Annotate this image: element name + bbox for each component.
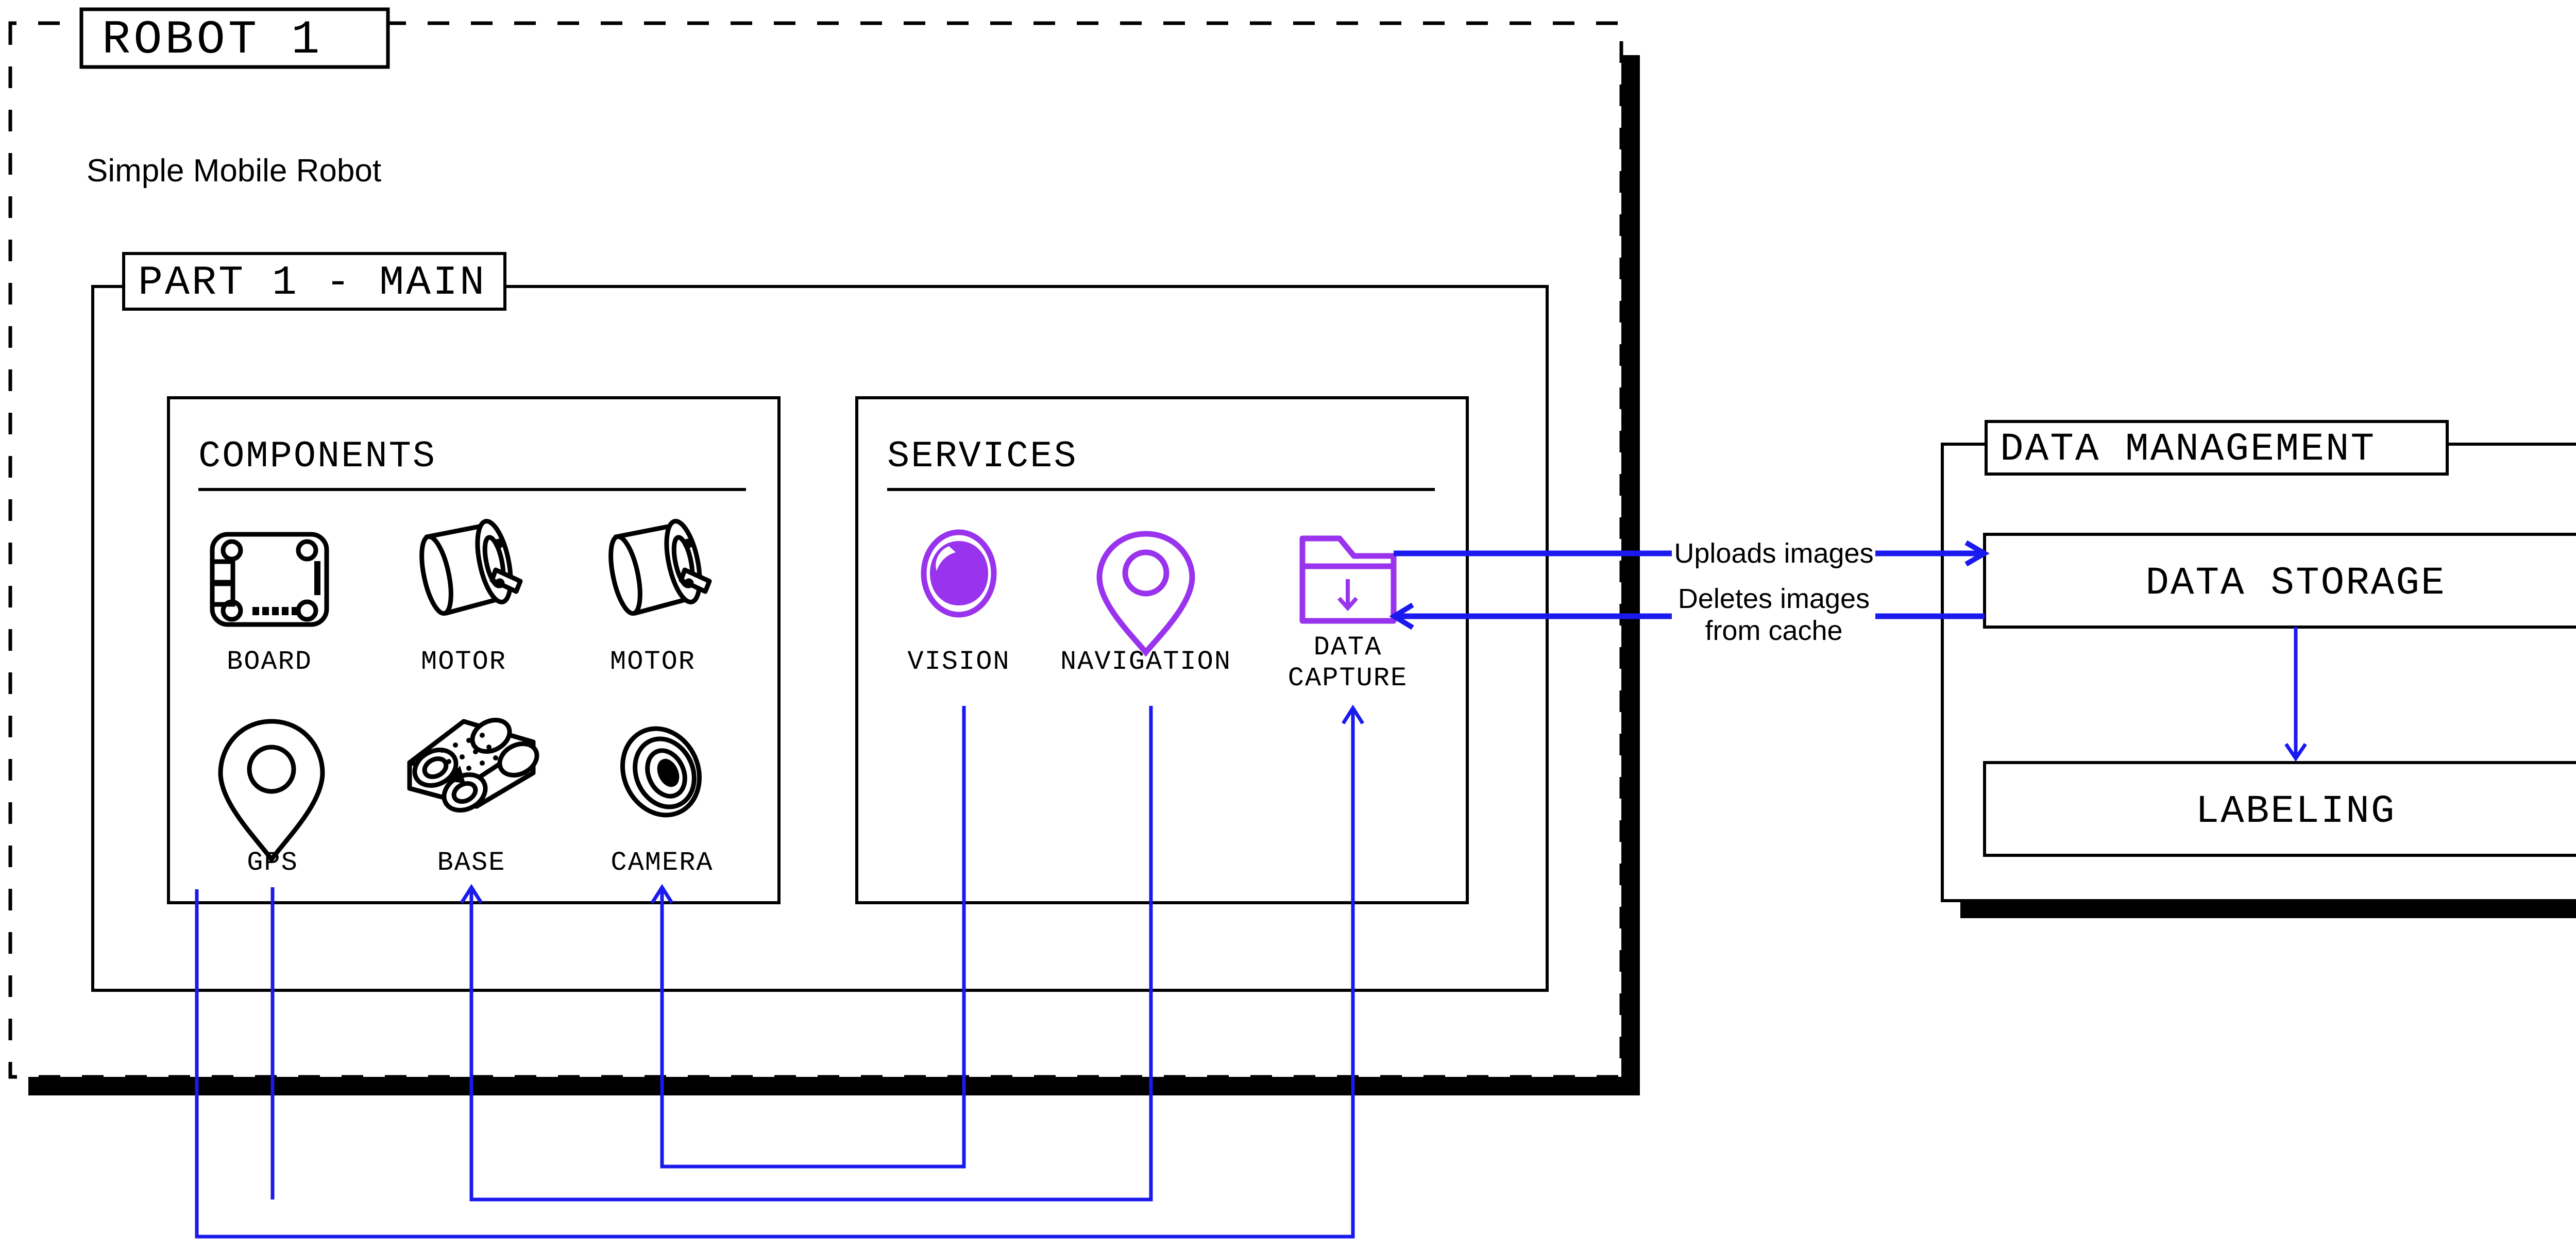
navigation-to-base-connector: [460, 706, 1153, 1202]
motor-icon: [419, 519, 523, 616]
camera-lens-icon: [620, 726, 702, 818]
uploads-images-connector: [1394, 540, 1990, 567]
component-label-gps: GPS: [247, 848, 298, 878]
component-label-board: BOARD: [227, 647, 312, 677]
robot-title-plate: [79, 7, 390, 69]
vision-to-camera-connector: [651, 706, 966, 1169]
components-heading: COMPONENTS: [198, 435, 436, 478]
robot-title: ROBOT 1: [102, 13, 323, 67]
robot-container-shadow-bottom: [28, 1077, 1640, 1095]
pin-icon: [1096, 531, 1195, 657]
part-title: PART 1 - MAIN: [138, 260, 486, 307]
component-label-motor-2: MOTOR: [610, 647, 696, 677]
service-label-navigation: NAVIGATION: [1060, 647, 1231, 677]
labeling-label: LABELING: [2196, 789, 2396, 834]
uploads-images-label: Uploads images: [1674, 538, 1873, 569]
services-panel: [855, 396, 1469, 904]
service-label-data-capture-line1: DATA: [1314, 632, 1382, 663]
robot-subtitle: Simple Mobile Robot: [87, 153, 381, 189]
labeling-box[interactable]: [1983, 761, 2576, 857]
part-title-plate: [122, 252, 506, 311]
robot-base-icon: [407, 718, 539, 813]
part-container: [91, 252, 1549, 992]
deletes-images-connector: [1389, 602, 1985, 630]
service-label-vision: VISION: [907, 647, 1010, 677]
data-storage-box[interactable]: [1983, 533, 2576, 629]
services-heading: SERVICES: [887, 435, 1078, 478]
deletes-images-label-line2: from cache: [1705, 615, 1842, 646]
circuit-board-icon: [210, 532, 329, 627]
deletes-images-label-line1: Deletes images: [1678, 583, 1870, 614]
part-container-border: [91, 285, 1549, 992]
robot-container-border: [8, 21, 1623, 1079]
data-management-title-plate: [1985, 420, 2449, 476]
robot-container: [8, 7, 1640, 1095]
components-panel: [167, 396, 781, 904]
storage-to-labeling-arrow: [2284, 627, 2307, 762]
service-label-data-capture-line2: CAPTURE: [1288, 663, 1408, 694]
data-management-shadow-bottom: [1960, 901, 2576, 918]
component-label-base: BASE: [437, 848, 506, 878]
map-pin-icon: [218, 719, 325, 864]
robot-container-shadow-right: [1621, 55, 1640, 1095]
data-storage-label: DATA STORAGE: [2145, 561, 2446, 605]
motor-icon: [608, 519, 712, 616]
data-management-title: DATA MANAGEMENT: [2000, 427, 2376, 471]
component-label-motor-1: MOTOR: [421, 647, 506, 677]
component-label-camera: CAMERA: [611, 848, 713, 878]
data-capture-to-gps-connector: [195, 704, 1364, 1239]
eye-icon: [921, 529, 997, 618]
